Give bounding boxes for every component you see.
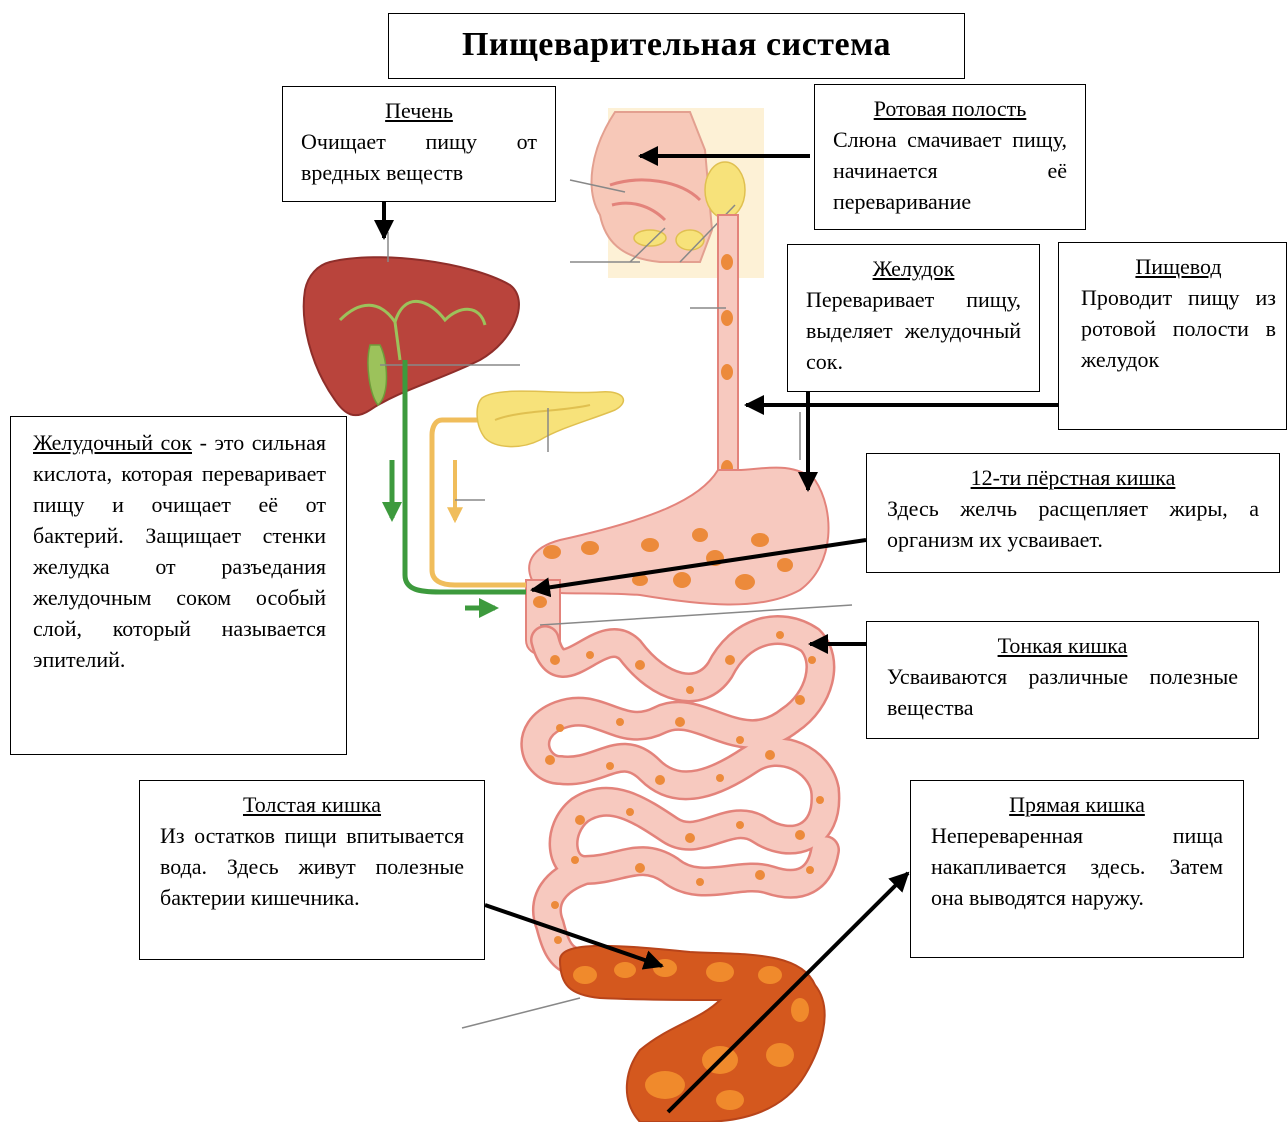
liver-label-box: Печень Очищает пищу от вредных веществ: [282, 86, 556, 202]
esophagus-heading: Пищевод: [1081, 251, 1276, 282]
small-intestine-heading: Тонкая кишка: [887, 630, 1238, 661]
colon-organ: [462, 946, 825, 1122]
mouth-heading: Ротовая полость: [833, 93, 1067, 124]
gastric-juice-label-box: Желудочный сок - это сильная кислота, ко…: [10, 416, 347, 755]
rectum-heading: Прямая кишка: [931, 789, 1223, 820]
diagram-title: Пищеварительная система: [388, 13, 965, 79]
small-intestine-label-box: Тонкая кишка Усваиваются различные полез…: [866, 621, 1259, 739]
rectum-text: Непереваренная пища накапливается здесь.…: [931, 820, 1223, 913]
mouth-label-box: Ротовая полость Слюна смачивает пищу, на…: [814, 84, 1086, 230]
gastric-juice-heading: Желудочный сок: [33, 430, 192, 455]
large-intestine-text: Из остатков пищи впитывается вода. Здесь…: [160, 820, 464, 913]
liver-heading: Печень: [301, 95, 537, 126]
rectum-label-box: Прямая кишка Непереваренная пища накапли…: [910, 780, 1244, 958]
stomach-label-box: Желудок Переваривает пищу, выделяет желу…: [787, 244, 1040, 392]
esophagus-text: Проводит пищу из ротовой полости в желуд…: [1081, 282, 1276, 375]
gastric-juice-text: - это сильная кислота, которая переварив…: [33, 430, 326, 672]
large-intestine-label-box: Толстая кишка Из остатков пищи впитывает…: [139, 780, 485, 960]
mouth-text: Слюна смачивает пищу, начинается её пере…: [833, 124, 1067, 217]
duodenum-text: Здесь желчь расщепляет жиры, а организм …: [887, 493, 1259, 555]
duodenum-heading: 12-ти пёрстная кишка: [887, 462, 1259, 493]
small-intestine-text: Усваиваются различные полезные вещества: [887, 661, 1238, 723]
small-intestine-loops: [535, 630, 825, 960]
stomach-heading: Желудок: [806, 253, 1021, 284]
esophagus-label-box: Пищевод Проводит пищу из ротовой полости…: [1058, 242, 1287, 430]
duodenum-label-box: 12-ти пёрстная кишка Здесь желчь расщепл…: [866, 453, 1280, 573]
stomach-text: Переваривает пищу, выделяет желудочный с…: [806, 284, 1021, 377]
liver-text: Очищает пищу от вредных веществ: [301, 126, 537, 188]
large-intestine-heading: Толстая кишка: [160, 789, 464, 820]
liver-organ: [304, 232, 520, 415]
pancreas-organ: [455, 391, 623, 500]
